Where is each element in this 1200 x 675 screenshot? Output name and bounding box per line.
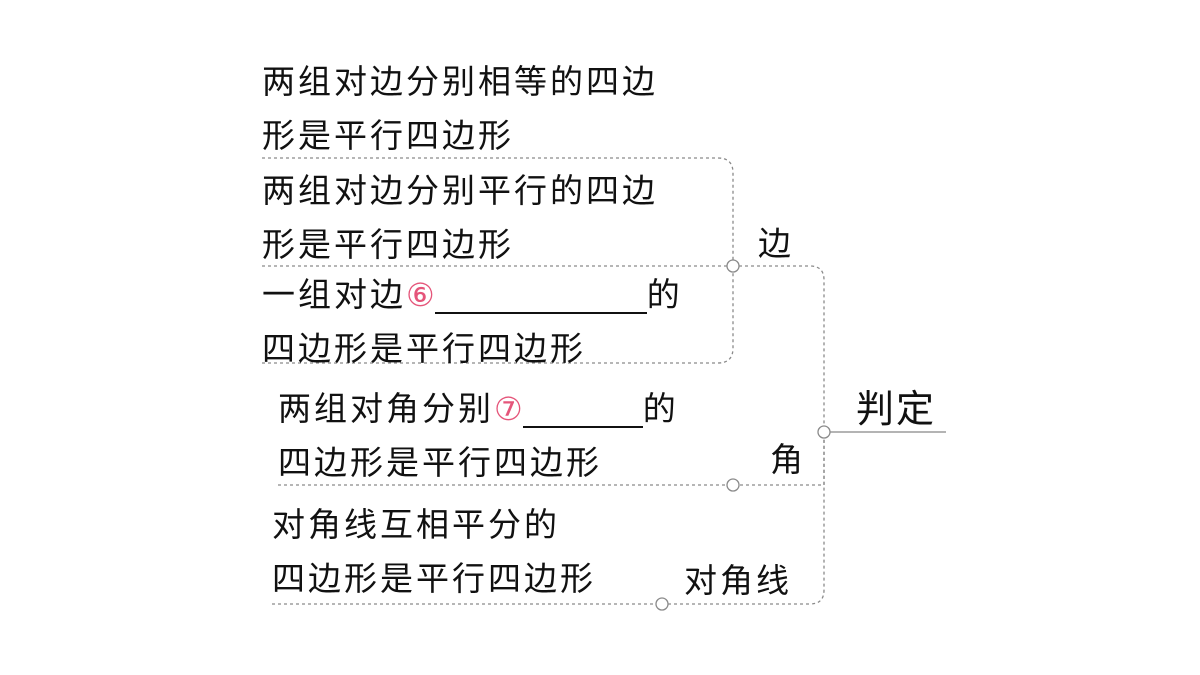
diagonal-item-1-line1: 对角线互相平分的 — [272, 505, 560, 544]
edge-node-circle — [726, 259, 740, 273]
branch-label-edge: 边 — [758, 224, 794, 263]
angle-node-circle — [726, 478, 740, 492]
fill-in-blank-6[interactable] — [434, 312, 647, 314]
edge-item-2-line1: 两组对边分别平行的四边 — [262, 171, 658, 210]
angle-item-1-suffix: 的 — [642, 389, 679, 428]
angle-item-1-line1: 两组对角分别⑦ 的 — [278, 382, 679, 436]
edge-brace-bottom — [262, 266, 734, 364]
edge-item-3-prefix: 一组对边 — [262, 275, 406, 314]
edge-item-2-line2: 形是平行四边形 — [262, 225, 514, 264]
edge-item-3-line2: 四边形是平行四边形 — [262, 329, 586, 368]
edge-item-1-line2: 形是平行四边形 — [262, 116, 514, 155]
blank-marker-7: ⑦ — [494, 390, 523, 428]
angle-item-1-line2: 四边形是平行四边形 — [278, 443, 602, 482]
diagonal-item-1-line2: 四边形是平行四边形 — [272, 559, 596, 598]
edge-brace-top — [262, 157, 734, 266]
edge-item-2: 两组对边分别平行的四边 形是平行四边形 — [262, 164, 658, 272]
edge-item-3-line1: 一组对边⑥ 的 — [262, 268, 683, 322]
edge-item-1: 两组对边分别相等的四边 形是平行四边形 — [262, 55, 658, 163]
branch-label-diagonal: 对角线 — [684, 561, 792, 600]
angle-item-1: 两组对角分别⑦ 的 四边形是平行四边形 — [278, 382, 679, 490]
diagonal-item-line — [272, 432, 825, 605]
angle-item-1-prefix: 两组对角分别 — [278, 389, 494, 428]
edge-branch-line — [733, 265, 825, 432]
root-label: 判定 — [856, 387, 937, 431]
blank-marker-6: ⑥ — [406, 276, 435, 314]
root-node-circle — [817, 425, 831, 439]
edge-item-1-line1: 两组对边分别相等的四边 — [262, 62, 658, 101]
fill-in-blank-7[interactable] — [522, 426, 643, 428]
branch-label-angle: 角 — [770, 440, 806, 479]
diagonal-item-1: 对角线互相平分的 四边形是平行四边形 — [272, 498, 596, 606]
edge-item-3: 一组对边⑥ 的 四边形是平行四边形 — [262, 268, 683, 376]
edge-item-3-suffix: 的 — [646, 275, 683, 314]
diagonal-node-circle — [655, 597, 669, 611]
